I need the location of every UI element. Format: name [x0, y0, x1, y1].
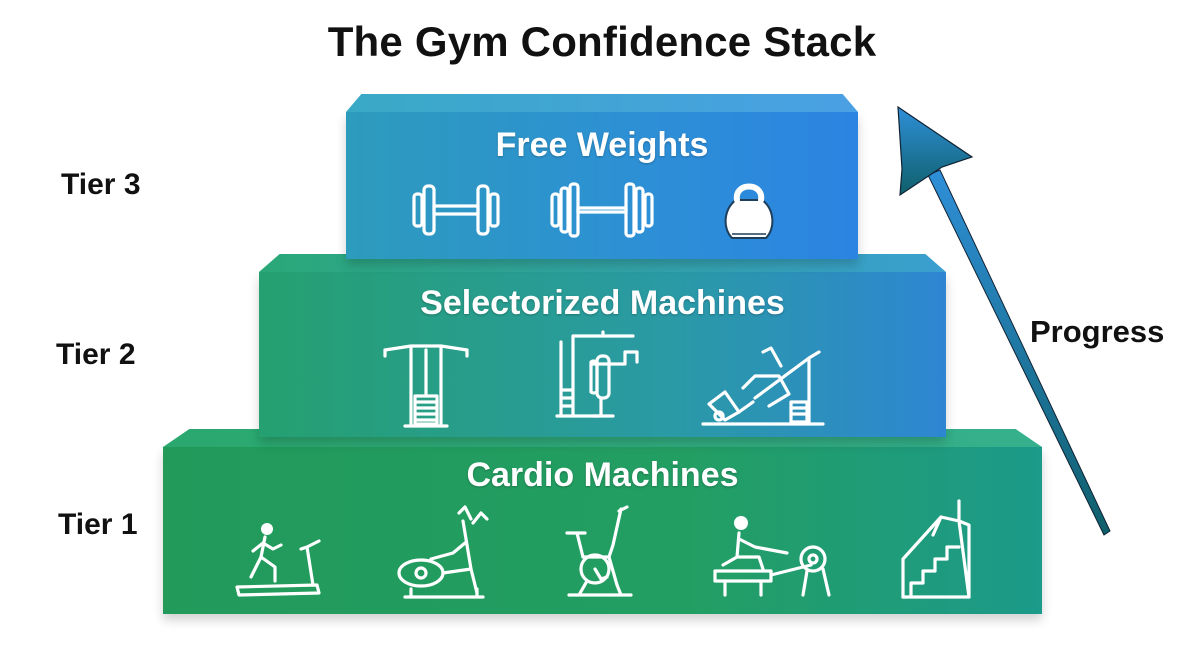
progress-label: Progress [1030, 314, 1165, 349]
barbell-icon [548, 180, 656, 240]
tier-3-name: Free Weights [495, 126, 709, 164]
diagram-title: The Gym Confidence Stack [327, 18, 877, 65]
stationary-bike-icon [559, 505, 639, 603]
chest-press-machine-icon [553, 330, 643, 428]
tier-1-name: Cardio Machines [466, 456, 739, 494]
leg-press-machine-icon [699, 346, 829, 428]
tier-1-block: Cardio Machines [163, 429, 1042, 614]
tier-2-block: Selectorized Machines [259, 254, 946, 437]
treadmill-icon [231, 519, 331, 603]
cable-tower-icon [381, 342, 471, 428]
elliptical-icon [391, 503, 495, 603]
tier-2-name: Selectorized Machines [420, 284, 785, 322]
rowing-machine-icon [711, 513, 837, 603]
kettlebell-icon [720, 176, 778, 244]
tier-3-label: Tier 3 [61, 168, 141, 201]
tier-1-label: Tier 1 [58, 508, 138, 541]
tier-3-top-face [346, 94, 858, 112]
progress-arrow [897, 105, 1111, 536]
tier-3-block: Free Weights [346, 94, 858, 259]
tier-2-label: Tier 2 [56, 338, 136, 371]
stair-climber-icon [897, 499, 977, 603]
dumbbell-icon [410, 180, 502, 240]
